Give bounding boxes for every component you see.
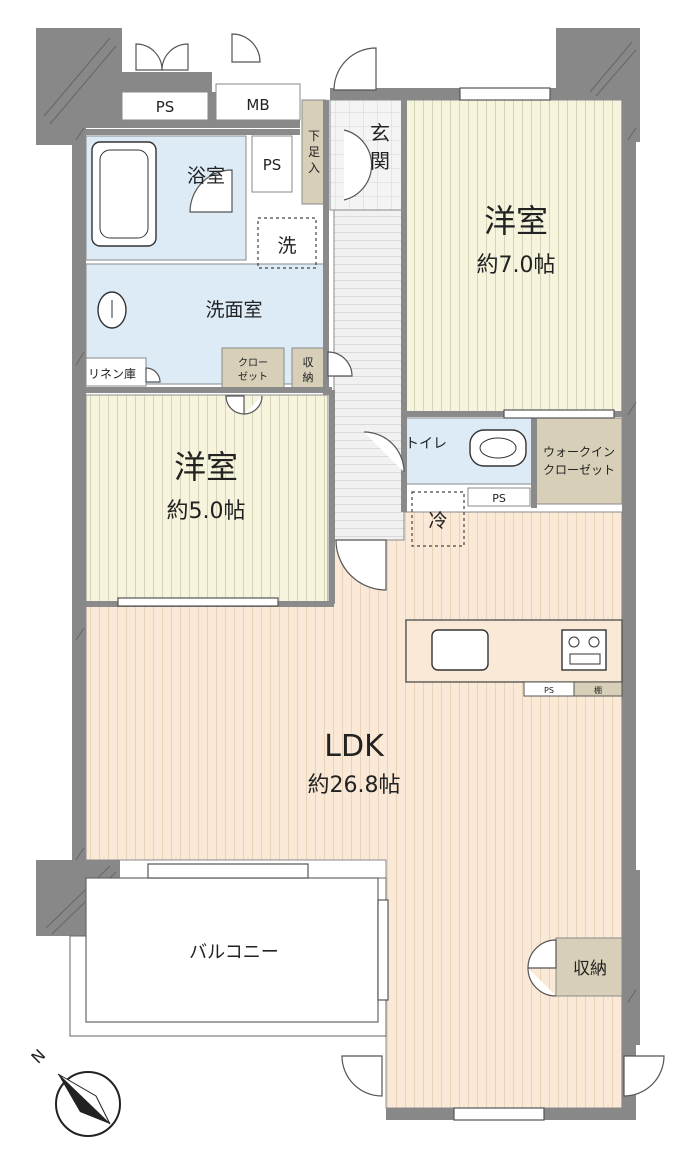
western-5-size: 約5.0帖 [167,499,246,524]
column-hatching [43,37,637,1003]
balcony-label: バルコニー [189,942,279,963]
western-5-name: 洋室 [174,448,238,486]
ps-label-toilet: PS [492,492,506,505]
mb-label-top: MB [246,96,269,114]
mb-box-top [215,83,301,121]
toilet-bowl [469,429,527,467]
windows [117,87,615,1121]
stove [561,629,607,671]
doors [135,33,665,1097]
fridge-space [411,491,465,547]
shelf-label: 棚 [594,685,602,695]
ldk-size: 約26.8帖 [308,773,401,798]
walk-in-closet [535,417,623,505]
storage-small-label-2: 納 [303,371,314,384]
closet-label-2: ゼット [238,371,268,383]
balcony [85,877,379,1023]
ps-label-kitchen: PS [544,686,554,695]
storage-right-label: 収納 [573,959,607,979]
kitchen-sink [431,629,489,671]
walk-in-closet-label-1: ウォークイン [543,445,615,459]
ps-label-top: PS [156,98,175,116]
bath-label: 浴室 [187,165,225,187]
room-western-7-floor [403,99,623,414]
laundry-label: 洗 [277,235,296,257]
closet-label-1: クロー [238,357,268,369]
storage-small-label-1: 収 [303,356,314,369]
ps-box-bath [251,135,293,193]
toilet-label: トイレ [405,436,447,452]
storage-small [291,347,325,389]
closet [221,347,285,389]
ps-box-top [121,91,209,121]
ps-label-bath: PS [263,156,282,174]
shoe-box-label-3: 入 [308,161,320,175]
western-7-size: 約7.0帖 [477,253,556,278]
compass: N [27,1045,121,1137]
shoe-box [301,99,327,205]
room-western-5-floor [85,394,329,603]
ldk-name: LDK [324,729,385,764]
western-7-name: 洋室 [484,202,548,240]
entrance-label-1: 玄 [370,121,390,145]
kitchen [405,619,623,697]
fridge-label: 冷 [428,510,447,532]
ps-box-toilet [467,487,531,507]
walk-in-closet-label-2: クローゼット [543,463,615,477]
shoe-box-label-1: 下 [308,129,320,143]
entrance-label-2: 関 [370,149,390,173]
compass-north: N [27,1045,49,1067]
washroom-label: 洗面室 [205,299,262,321]
shoe-box-label-2: 足 [308,145,320,159]
linen-label: リネン庫 [88,367,136,381]
